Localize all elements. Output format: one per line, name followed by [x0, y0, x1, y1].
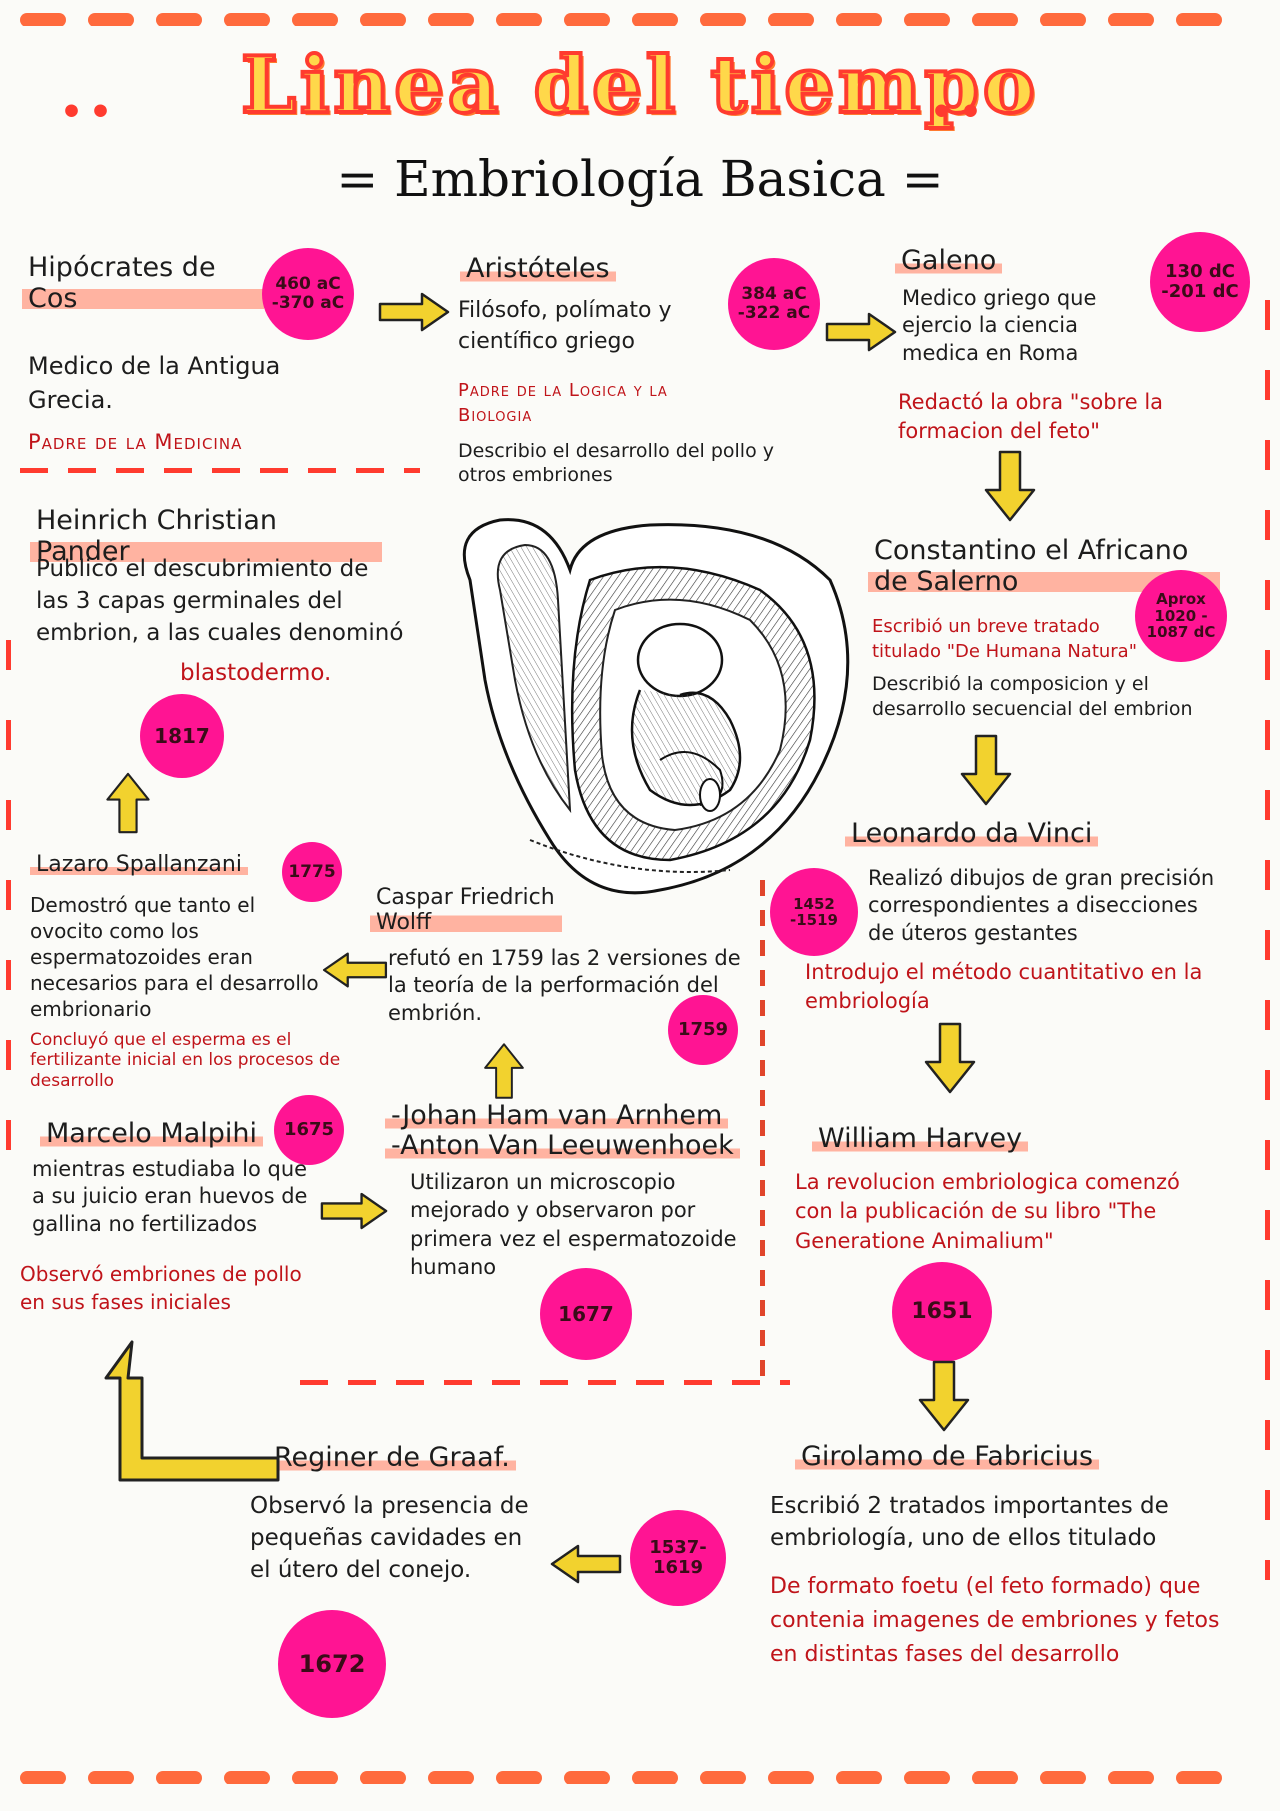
wolff-date: 1759	[668, 995, 738, 1065]
aristoteles-note: Padre de la Logica y la Biologia	[458, 380, 668, 427]
arrow-left-icon	[550, 1544, 622, 1584]
leonardo-note: Introdujo el método cuantitativo en la e…	[805, 960, 1203, 1014]
pander-note: blastodermo.	[180, 660, 332, 686]
arrow-right-icon	[320, 1192, 388, 1230]
pander-desc: Publicó el descubrimiento de las 3 capas…	[36, 556, 404, 647]
galeno-desc: Medico griego que ejercio la ciencia med…	[902, 286, 1097, 365]
hipocrates-name: Hipócrates de Cos	[22, 252, 264, 315]
leonardo-date: 1452 -1519	[770, 868, 858, 956]
aristoteles-desc: Filósofo, polímato y científico griego	[458, 298, 672, 354]
leonardo-name: Leonardo da Vinci	[845, 818, 1099, 850]
malpighi-name: Marcelo Malpihi	[40, 1118, 264, 1150]
arrow-up-icon	[106, 772, 150, 834]
hipocrates-note: Padre de la Medicina	[28, 430, 243, 454]
divider-vertical	[760, 880, 765, 1380]
galeno-name: Galeno	[895, 245, 1003, 277]
pander-name: Heinrich Christian Pander	[30, 505, 382, 568]
arrow-down-icon	[984, 450, 1036, 522]
constantino-name: Constantino el Africano de Salerno	[868, 535, 1220, 598]
aristoteles-name: Aristóteles	[460, 253, 616, 285]
right-border	[1265, 300, 1270, 1580]
galeno-note: Redactó la obra "sobre la formacion del …	[898, 390, 1164, 444]
arrow-left-icon	[322, 952, 388, 988]
wolff-desc: refutó en 1759 las 2 versiones de la teo…	[388, 946, 741, 1025]
spallanzani-desc: Demostró que tanto el ovocito como los e…	[30, 893, 319, 1021]
harvey-note: La revolucion embriologica comenzó con l…	[795, 1170, 1180, 1253]
constantino-desc: Describió la composicion y el desarrollo…	[872, 673, 1193, 720]
malpighi-desc: mientras estudiaba lo que a su juicio er…	[32, 1157, 308, 1236]
hamm-name-1: -Johan Ham van Arnhem	[385, 1100, 729, 1132]
left-border	[6, 640, 11, 1200]
arrow-corner-up-icon	[104, 1340, 280, 1482]
top-border	[20, 12, 1270, 26]
hamm-desc: Utilizaron un microscopio mejorado y obs…	[410, 1170, 737, 1280]
aristoteles-desc2: Describio el desarrollo del pollo y otro…	[458, 440, 774, 486]
divider-lower	[300, 1380, 790, 1385]
spallanzani-name: Lazaro Spallanzani	[30, 852, 248, 878]
hamm-name-2: -Anton Van Leeuwenhoek	[385, 1130, 740, 1162]
title-dots-right: ••	[930, 92, 989, 133]
graaf-desc: Observó la presencia de pequeñas cavidad…	[250, 1493, 529, 1584]
hipocrates-desc: Medico de la Antigua Grecia.	[28, 352, 281, 414]
fabricius-date: 1537- 1619	[630, 1510, 726, 1606]
fabricius-name: Girolamo de Fabricius	[795, 1441, 1100, 1473]
malpighi-note: Observó embriones de pollo en sus fases …	[20, 1262, 302, 1314]
harvey-name: William Harvey	[812, 1123, 1029, 1155]
bottom-border	[20, 1770, 1270, 1784]
harvey-date: 1651	[892, 1262, 992, 1362]
arrow-down-icon	[918, 1360, 970, 1432]
constantino-date: Aprox 1020 - 1087 dC	[1135, 570, 1227, 662]
graaf-date: 1672	[278, 1610, 386, 1718]
graaf-name: Reginer de Graaf.	[268, 1442, 516, 1474]
fabricius-desc: Escribió 2 tratados importantes de embri…	[770, 1493, 1169, 1552]
malpighi-date: 1675	[274, 1095, 344, 1165]
spallanzani-date: 1775	[282, 842, 342, 902]
hamm-date: 1677	[540, 1268, 632, 1360]
pander-date: 1817	[140, 694, 224, 778]
leonardo-desc: Realizó dibujos de gran precisión corres…	[868, 866, 1215, 945]
arrow-right-icon	[825, 312, 897, 352]
galeno-date: 130 dC -201 dC	[1150, 232, 1250, 332]
constantino-note: Escribió un breve tratado titulado "De H…	[872, 616, 1137, 663]
title-dots-left: ••	[60, 92, 119, 133]
arrow-up-icon	[484, 1043, 524, 1099]
fabricius-note: De formato foetu (el feto formado) que c…	[770, 1574, 1220, 1668]
page-title: Linea del tiempo	[239, 38, 1039, 133]
arrow-down-icon	[960, 734, 1012, 806]
hipocrates-date: 460 aC -370 aC	[262, 248, 354, 340]
embryo-in-uterus-drawing	[462, 518, 850, 895]
page-subtitle: = Embriología Basica =	[336, 150, 944, 208]
arrow-right-icon	[378, 292, 450, 332]
wolff-name: Caspar Friedrich Wolff	[370, 885, 562, 936]
aristoteles-date: 384 aC -322 aC	[728, 258, 820, 350]
divider-upper-left	[20, 468, 420, 473]
arrow-down-icon	[924, 1022, 976, 1094]
spallanzani-note: Concluyó que el esperma es el fertilizan…	[30, 1030, 341, 1091]
